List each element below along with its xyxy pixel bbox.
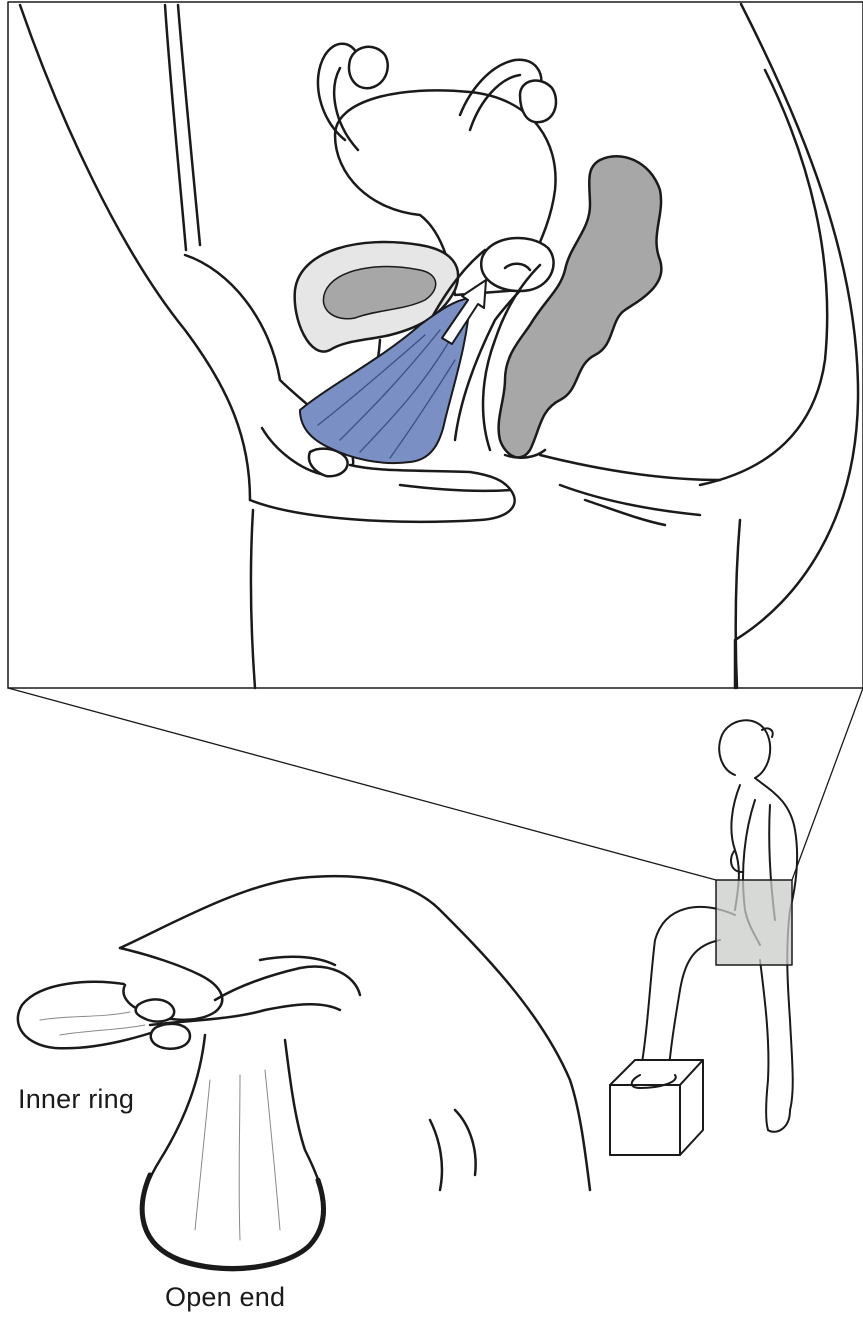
standing-figure: [610, 720, 797, 1155]
body-back-outline: [735, 4, 858, 688]
back-inner-curve: [700, 70, 827, 485]
zoom-highlight-box: [716, 880, 792, 965]
arm-outer: [165, 5, 186, 250]
knuckle-line-1: [260, 957, 335, 965]
hand-holding-condom: [18, 876, 590, 1270]
step-box-front: [610, 1085, 680, 1155]
wrist-line-2: [455, 1110, 476, 1175]
cross-section-panel: [8, 2, 863, 688]
open-end-label: Open end: [165, 1282, 285, 1313]
condom-sheath: [142, 1035, 325, 1270]
thigh-line-1: [560, 485, 700, 515]
fingernail: [136, 999, 175, 1021]
belly-outline: [20, 5, 250, 500]
leg-front: [251, 510, 255, 688]
inner-ring-label: Inner ring: [18, 1084, 134, 1115]
figure-standing-foot: [768, 1110, 790, 1132]
buttock-crease: [540, 455, 720, 480]
ovary-right: [520, 81, 556, 123]
thumbnail: [151, 1024, 190, 1049]
middle-finger: [215, 967, 360, 1000]
leg-back: [736, 520, 740, 688]
figure-standing-leg: [760, 960, 768, 1130]
palm: [250, 465, 515, 522]
wrist-line: [430, 1120, 442, 1190]
ovary-left: [349, 47, 388, 88]
